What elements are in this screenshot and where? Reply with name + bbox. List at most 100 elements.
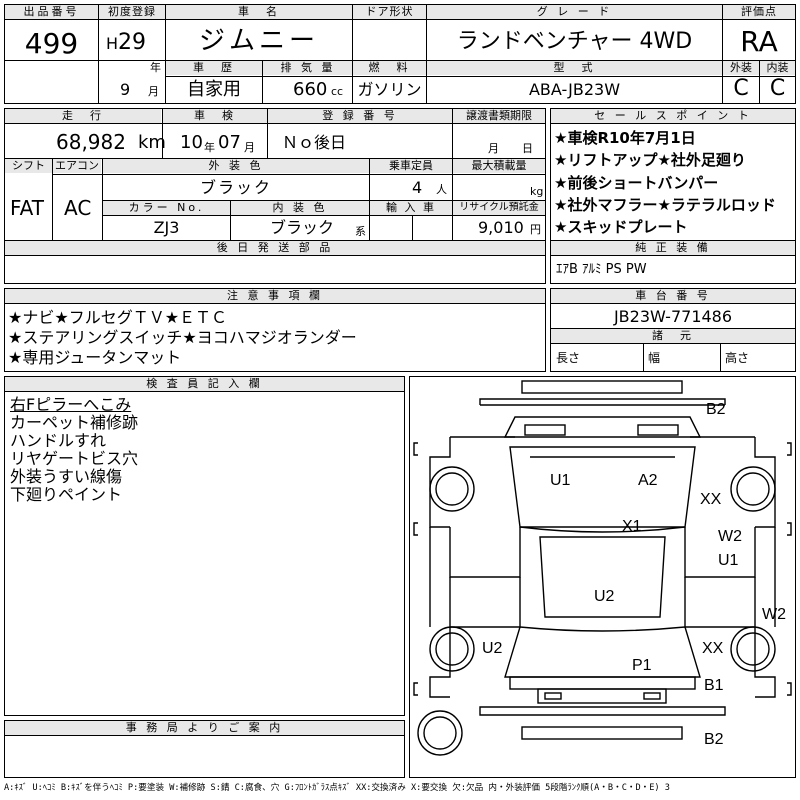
inspector-line: 下廻りペイント [10, 485, 123, 504]
shift: FAT [10, 196, 45, 220]
note-line: ★ナビ★フルセグＴＶ★ＥＴＣ [8, 308, 228, 327]
inspector-line: カーペット補修跡 [10, 413, 139, 432]
sales-line: ★リフトアップ★社外足廻り [554, 151, 746, 169]
damage-code: B2 [706, 401, 726, 418]
parts-label: 後 日 発 送 部 品 [5, 241, 545, 256]
capacity: 4 [412, 178, 423, 197]
first-reg-month: 9 [120, 80, 131, 99]
top-section [4, 4, 796, 104]
damage-code: P1 [632, 657, 652, 674]
cc-label: 排 気 量 [263, 61, 353, 75]
fuel-label: 燃 料 [353, 61, 426, 75]
interior-color: ブラック [270, 218, 335, 237]
office-section [4, 720, 405, 778]
sales-point-label: セ ー ル ス ポ イ ン ト [551, 109, 795, 124]
regno: Ｎｏ後日 [282, 133, 347, 152]
cc: 660 [293, 79, 328, 100]
damage-code: W2 [762, 606, 786, 623]
damage-code: XX [702, 640, 724, 657]
fuel: ガソリン [357, 80, 422, 99]
notes-section [4, 288, 546, 372]
note-line: ★専用ジュータンマット [8, 348, 182, 367]
capacity-unit: 人 [436, 183, 447, 196]
inspection-month-unit: 月 [244, 141, 255, 154]
chassis-label: 車 台 番 号 [551, 289, 795, 304]
inspection-month: 07 [218, 132, 241, 153]
era: H [106, 34, 119, 53]
colorno-label: カラー No. [103, 201, 230, 215]
note-line: ★ステアリングスイッチ★ヨコハマジオランダー [8, 328, 357, 347]
ac-label: エアコン [53, 159, 101, 173]
sales-point-section [550, 108, 796, 284]
recycle-fee: 9,010 [478, 218, 524, 237]
height-label: 高さ [725, 351, 750, 365]
car-name: ジムニー [198, 26, 319, 56]
door-label: ドア形状 [353, 5, 426, 20]
color-number: ZJ3 [153, 218, 180, 237]
damage-code: U1 [718, 552, 739, 569]
chassis-section [550, 288, 796, 372]
int-label: 内装 [760, 61, 795, 75]
exterior-color: ブラック [199, 178, 272, 197]
month-unit: 月 [148, 85, 159, 98]
lot-number: 499 [24, 27, 79, 60]
mileage-unit: km [138, 132, 166, 153]
sales-line: ★スキッドプレート [554, 218, 688, 236]
office-label: 事 務 局 よ り ご 案 内 [5, 721, 404, 736]
damage-code: B2 [704, 731, 724, 748]
ext-label: 外装 [723, 61, 759, 75]
car-name-label: 車 名 [166, 5, 352, 20]
damage-code: B1 [704, 677, 724, 694]
lot-number-label: 出品番号 [5, 5, 98, 20]
sales-line: ★社外マフラー★ラテラルロッド [554, 196, 776, 214]
damage-code: XX [700, 491, 722, 508]
equipment-label: 純 正 装 備 [551, 241, 795, 256]
car-diagram-svg [413, 380, 792, 756]
cc-unit: cc [331, 85, 344, 98]
dims-label: 諸 元 [551, 329, 795, 344]
damage-code: U2 [594, 588, 615, 605]
damage-code: A2 [638, 472, 658, 489]
model-label: 型 式 [427, 61, 722, 75]
capacity-label: 乗車定員 [370, 159, 452, 173]
inspector-label: 検 査 員 記 入 欄 [5, 377, 404, 392]
transfer-label: 譲渡書類期限 [453, 109, 545, 123]
inspector-line: ハンドルすれ [10, 431, 107, 450]
history: 自家用 [187, 79, 241, 100]
car-diagram: B2 U1 A2 XX X1 W2 U1 U2 W2 U2 XX P1 B1 B… [409, 376, 796, 778]
inspector-line: リヤゲートビス穴 [10, 449, 139, 468]
recycle-unit: 円 [530, 223, 541, 236]
damage-code: W2 [718, 528, 742, 545]
interior-color-unit: 系 [355, 225, 366, 238]
transfer-month: 月 [488, 142, 499, 155]
damage-code: U2 [482, 640, 503, 657]
inspector-line: 外装うすい線傷 [10, 467, 123, 486]
inspection-label: 車 検 [163, 109, 267, 123]
equipment: ｴｱB ｱﾙﾐ PS PW [556, 262, 647, 277]
first-reg-year: 29 [118, 30, 146, 55]
notes-label: 注 意 事 項 欄 [5, 289, 545, 304]
damage-code: U1 [550, 472, 571, 489]
grade-label: グ レ ー ド [427, 5, 722, 20]
load-label: 最大積載量 [453, 159, 545, 173]
regno-label: 登 録 番 号 [268, 109, 452, 123]
inspector-line: 右Fピラーへこみ [10, 395, 132, 414]
grade: ランドベンチャー 4WD [456, 29, 693, 54]
length-label: 長さ [556, 351, 581, 365]
score: RA [740, 25, 778, 58]
model: ABA-JB23W [528, 80, 621, 99]
mileage: 68,982 [56, 130, 126, 154]
legend: A:ｷｽﾞ U:ﾍｺﾐ B:ｷｽﾞを伴うﾍｺﾐ P:要塗装 W:補修跡 S:錆 … [4, 783, 670, 793]
sales-line: ★前後ショートバンパー [554, 174, 719, 192]
chassis-number: JB23W-771486 [613, 307, 733, 326]
import-label: 輸 入 車 [370, 201, 452, 215]
int-score: C [769, 76, 786, 101]
info-section [4, 108, 546, 284]
ac: AC [64, 196, 92, 220]
ext-score: C [733, 76, 749, 101]
inspector-section [4, 376, 405, 716]
intcolor-label: 内 装 色 [231, 201, 369, 215]
inspection-year: 10 [180, 132, 203, 153]
shift-label: シフト [5, 159, 52, 173]
width-label: 幅 [648, 351, 661, 365]
